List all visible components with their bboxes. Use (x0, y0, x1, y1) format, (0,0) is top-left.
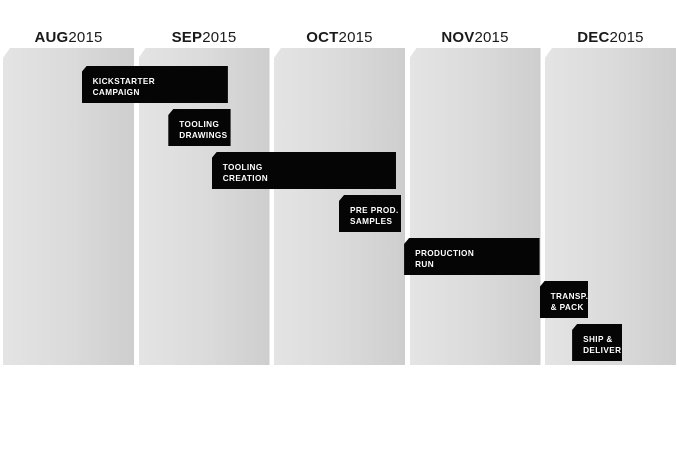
task-label: KICKSTARTER (92, 77, 156, 86)
task-label: TOOLING (222, 163, 263, 172)
task-label: SHIP & (583, 335, 613, 344)
month-year: 2015 (609, 29, 644, 46)
task-label: CAMPAIGN (92, 88, 140, 97)
task-label: PRODUCTION (415, 249, 475, 258)
month-year: 2015 (338, 29, 373, 46)
month-year: 2015 (68, 29, 103, 46)
task-bar: KICKSTARTER CAMPAIGN (81, 66, 228, 103)
task-bar: TOOLING DRAWINGS (168, 109, 231, 146)
month-name: NOV (441, 29, 475, 46)
task-label: SAMPLES (350, 217, 393, 226)
month-label-sep: SEP2015 (139, 29, 270, 47)
task-label: DELIVER (583, 346, 622, 355)
task-label: PRE PROD. (350, 206, 399, 215)
month-name: SEP (171, 29, 203, 46)
month-name: AUG (34, 29, 69, 46)
month-label-dec: DEC2015 (545, 29, 676, 47)
task-bar: TOOLING CREATION (211, 152, 396, 189)
task-label: RUN (415, 260, 435, 269)
month-label-aug: AUG2015 (3, 29, 134, 47)
task-bar: PRE PROD. SAMPLES (339, 195, 402, 232)
month-name: DEC (577, 29, 610, 46)
task-label: CREATION (222, 174, 269, 183)
month-year: 2015 (474, 29, 509, 46)
month-name: OCT (306, 29, 339, 46)
task-bar: SHIP & DELIVER (572, 324, 623, 361)
task-label: DRAWINGS (179, 131, 228, 140)
month-label-oct: OCT2015 (274, 29, 405, 47)
task-label: TOOLING (179, 120, 220, 129)
task-label: & PACK (550, 303, 584, 312)
task-bar: PRODUCTION RUN (404, 238, 540, 275)
month-year: 2015 (202, 29, 237, 46)
month-column-nov (409, 48, 541, 365)
task-bar: TRANSP. & PACK (539, 281, 589, 318)
task-label: TRANSP. (550, 292, 589, 301)
month-label-nov: NOV2015 (410, 29, 541, 47)
